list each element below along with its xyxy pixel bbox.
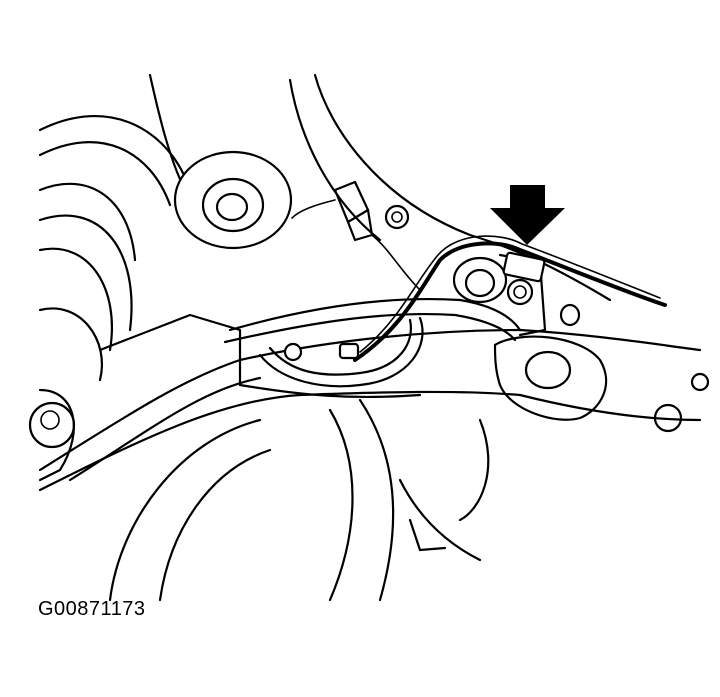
control-arm xyxy=(38,313,702,492)
figure-id-label: G00871173 xyxy=(38,598,146,620)
hose xyxy=(223,297,522,388)
rubber-mount xyxy=(173,150,293,250)
brake-line-bracket xyxy=(353,235,710,433)
lower-arcs xyxy=(108,398,490,602)
callout-arrow xyxy=(490,185,565,245)
sensor-connector xyxy=(291,180,421,291)
left-housing xyxy=(28,114,192,482)
body-panel xyxy=(148,73,612,302)
